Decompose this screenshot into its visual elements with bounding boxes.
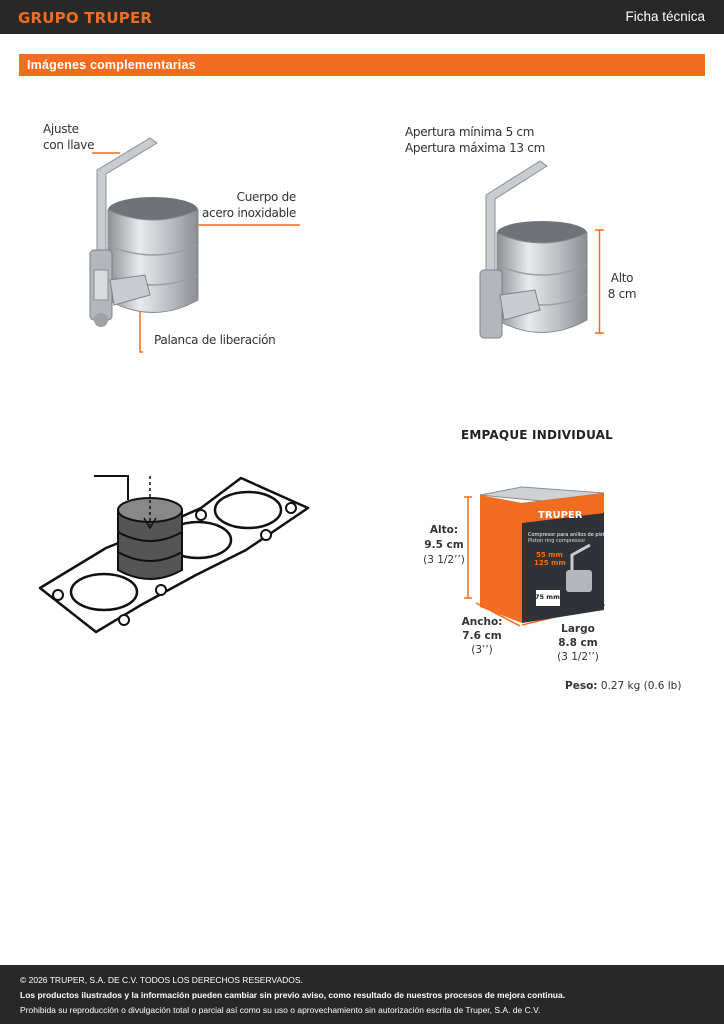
label-body-line1: Cuerpo de <box>236 190 297 204</box>
box-brand: TRUPER <box>538 510 583 521</box>
package-weight-value: 0.27 kg (0.6 lb) <box>600 680 682 692</box>
box-height-dimension <box>464 496 472 599</box>
label-adjust-line1: Ajuste <box>43 122 79 136</box>
package-length-in: (3 1/2’’) <box>557 651 599 663</box>
top-bar: GRUPO TRUPER Ficha técnica <box>0 0 724 34</box>
package-length-label: Largo <box>561 623 595 635</box>
document-type: Ficha técnica <box>625 9 705 24</box>
box-desc-en: Piston ring compressor <box>528 538 586 544</box>
label-height: Alto 8 cm <box>604 270 640 302</box>
package-height-cm: 9.5 cm <box>424 539 464 551</box>
box-range-max: 125 mm <box>534 559 566 567</box>
label-body: Cuerpo de acero inoxidable <box>200 189 296 221</box>
label-lever: Palanca de liberación <box>154 333 276 347</box>
package-height: Alto: 9.5 cm (3 1/2’’) <box>414 523 474 568</box>
section-header: Imágenes complementarias <box>19 54 705 76</box>
gasket-usage-diagram <box>38 475 310 634</box>
label-body-line2: acero inoxidable <box>201 206 296 220</box>
section-title: Imágenes complementarias <box>27 58 196 72</box>
box-height-text: 75 mm <box>535 593 560 601</box>
package-weight-label: Peso: <box>565 680 598 692</box>
footer-copyright: © 2026 TRUPER, S.A. DE C.V. TODOS LOS DE… <box>20 975 303 985</box>
footer-prohibition: Prohibida su reproducción o divulgación … <box>20 1005 541 1015</box>
package-box-image <box>464 486 606 627</box>
package-width-cm: 7.6 cm <box>462 630 502 642</box>
package-length: Largo 8.8 cm (3 1/2’’) <box>548 622 608 664</box>
package-width-in: (3’’) <box>471 644 493 656</box>
piston-compressor-image-1 <box>89 137 300 353</box>
box-range-min: 55 mm <box>536 551 563 559</box>
footer: © 2026 TRUPER, S.A. DE C.V. TODOS LOS DE… <box>0 965 724 1024</box>
footer-notice: Los productos ilustrados y la informació… <box>20 990 566 1000</box>
package-height-in: (3 1/2’’) <box>423 554 465 566</box>
piston-compressor-image-2 <box>479 160 604 339</box>
package-width-label: Ancho: <box>461 616 503 628</box>
package-height-label: Alto: <box>429 524 459 536</box>
package-weight: Peso: 0.27 kg (0.6 lb) <box>565 679 681 693</box>
package-width: Ancho: 7.6 cm (3’’) <box>452 615 512 657</box>
label-height-value: 8 cm <box>607 287 637 301</box>
package-length-cm: 8.8 cm <box>558 637 598 649</box>
leader-line-lever <box>139 310 143 353</box>
height-dimension-line <box>595 229 604 334</box>
label-opening-max: Apertura máxima 13 cm <box>405 141 545 155</box>
box-desc-es: Compresor para anillos de pistón <box>528 532 611 538</box>
label-opening-min: Apertura mínima 5 cm <box>405 125 535 139</box>
package-title: EMPAQUE INDIVIDUAL <box>461 428 613 442</box>
label-adjust-line2: con llave <box>43 138 95 152</box>
label-adjust: Ajuste con llave <box>43 121 94 153</box>
brand-logo: GRUPO TRUPER <box>18 9 153 27</box>
label-opening: Apertura mínima 5 cm Apertura máxima 13 … <box>405 124 545 156</box>
label-height-title: Alto <box>610 271 634 285</box>
